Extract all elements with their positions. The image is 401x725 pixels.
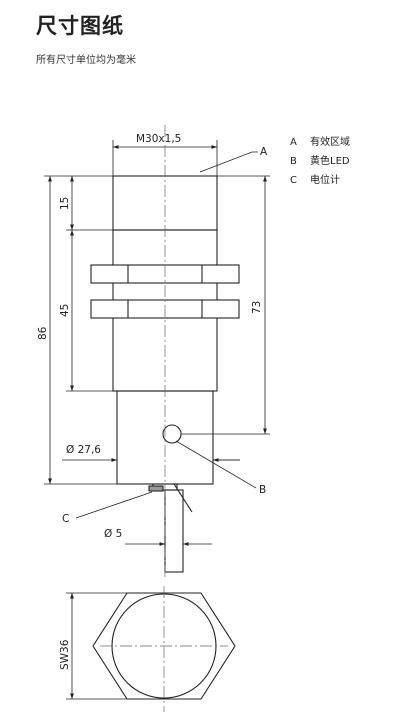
led-indicator xyxy=(162,424,182,444)
dim-overall-length: 86 xyxy=(37,326,49,340)
legend-key-c: C xyxy=(290,175,297,186)
dim-body-diameter: Ø 27,6 xyxy=(66,444,101,456)
legend-key-b: B xyxy=(290,156,297,167)
dim-thread-length: 45 xyxy=(59,304,71,317)
legend-item-c: C 电位计 xyxy=(290,171,350,190)
potentiometer xyxy=(148,485,164,492)
dim-top-length: 15 xyxy=(59,197,71,210)
legend-item-a: A 有效区域 xyxy=(290,133,350,152)
legend-key-a: A xyxy=(290,137,297,148)
legend-label-c: 电位计 xyxy=(310,175,340,186)
dim-wrench-size: SW36 xyxy=(59,639,71,670)
page-title: 尺寸图纸 xyxy=(36,14,124,38)
dim-body-length: 73 xyxy=(251,301,263,314)
page-subtitle: 所有尺寸单位均为毫米 xyxy=(36,55,136,66)
legend: A 有效区域 B 黄色LED C 电位计 xyxy=(290,133,350,190)
legend-item-b: B 黄色LED xyxy=(290,152,350,171)
callout-b: B xyxy=(259,484,266,496)
legend-label-a: 有效区域 xyxy=(310,137,350,148)
callout-a: A xyxy=(260,146,268,158)
dim-thread: M30x1,5 xyxy=(136,133,181,145)
callout-c: C xyxy=(62,513,69,525)
dim-cable-diameter: Ø 5 xyxy=(104,528,122,540)
cable xyxy=(164,489,184,573)
legend-label-b: 黄色LED xyxy=(310,156,350,167)
